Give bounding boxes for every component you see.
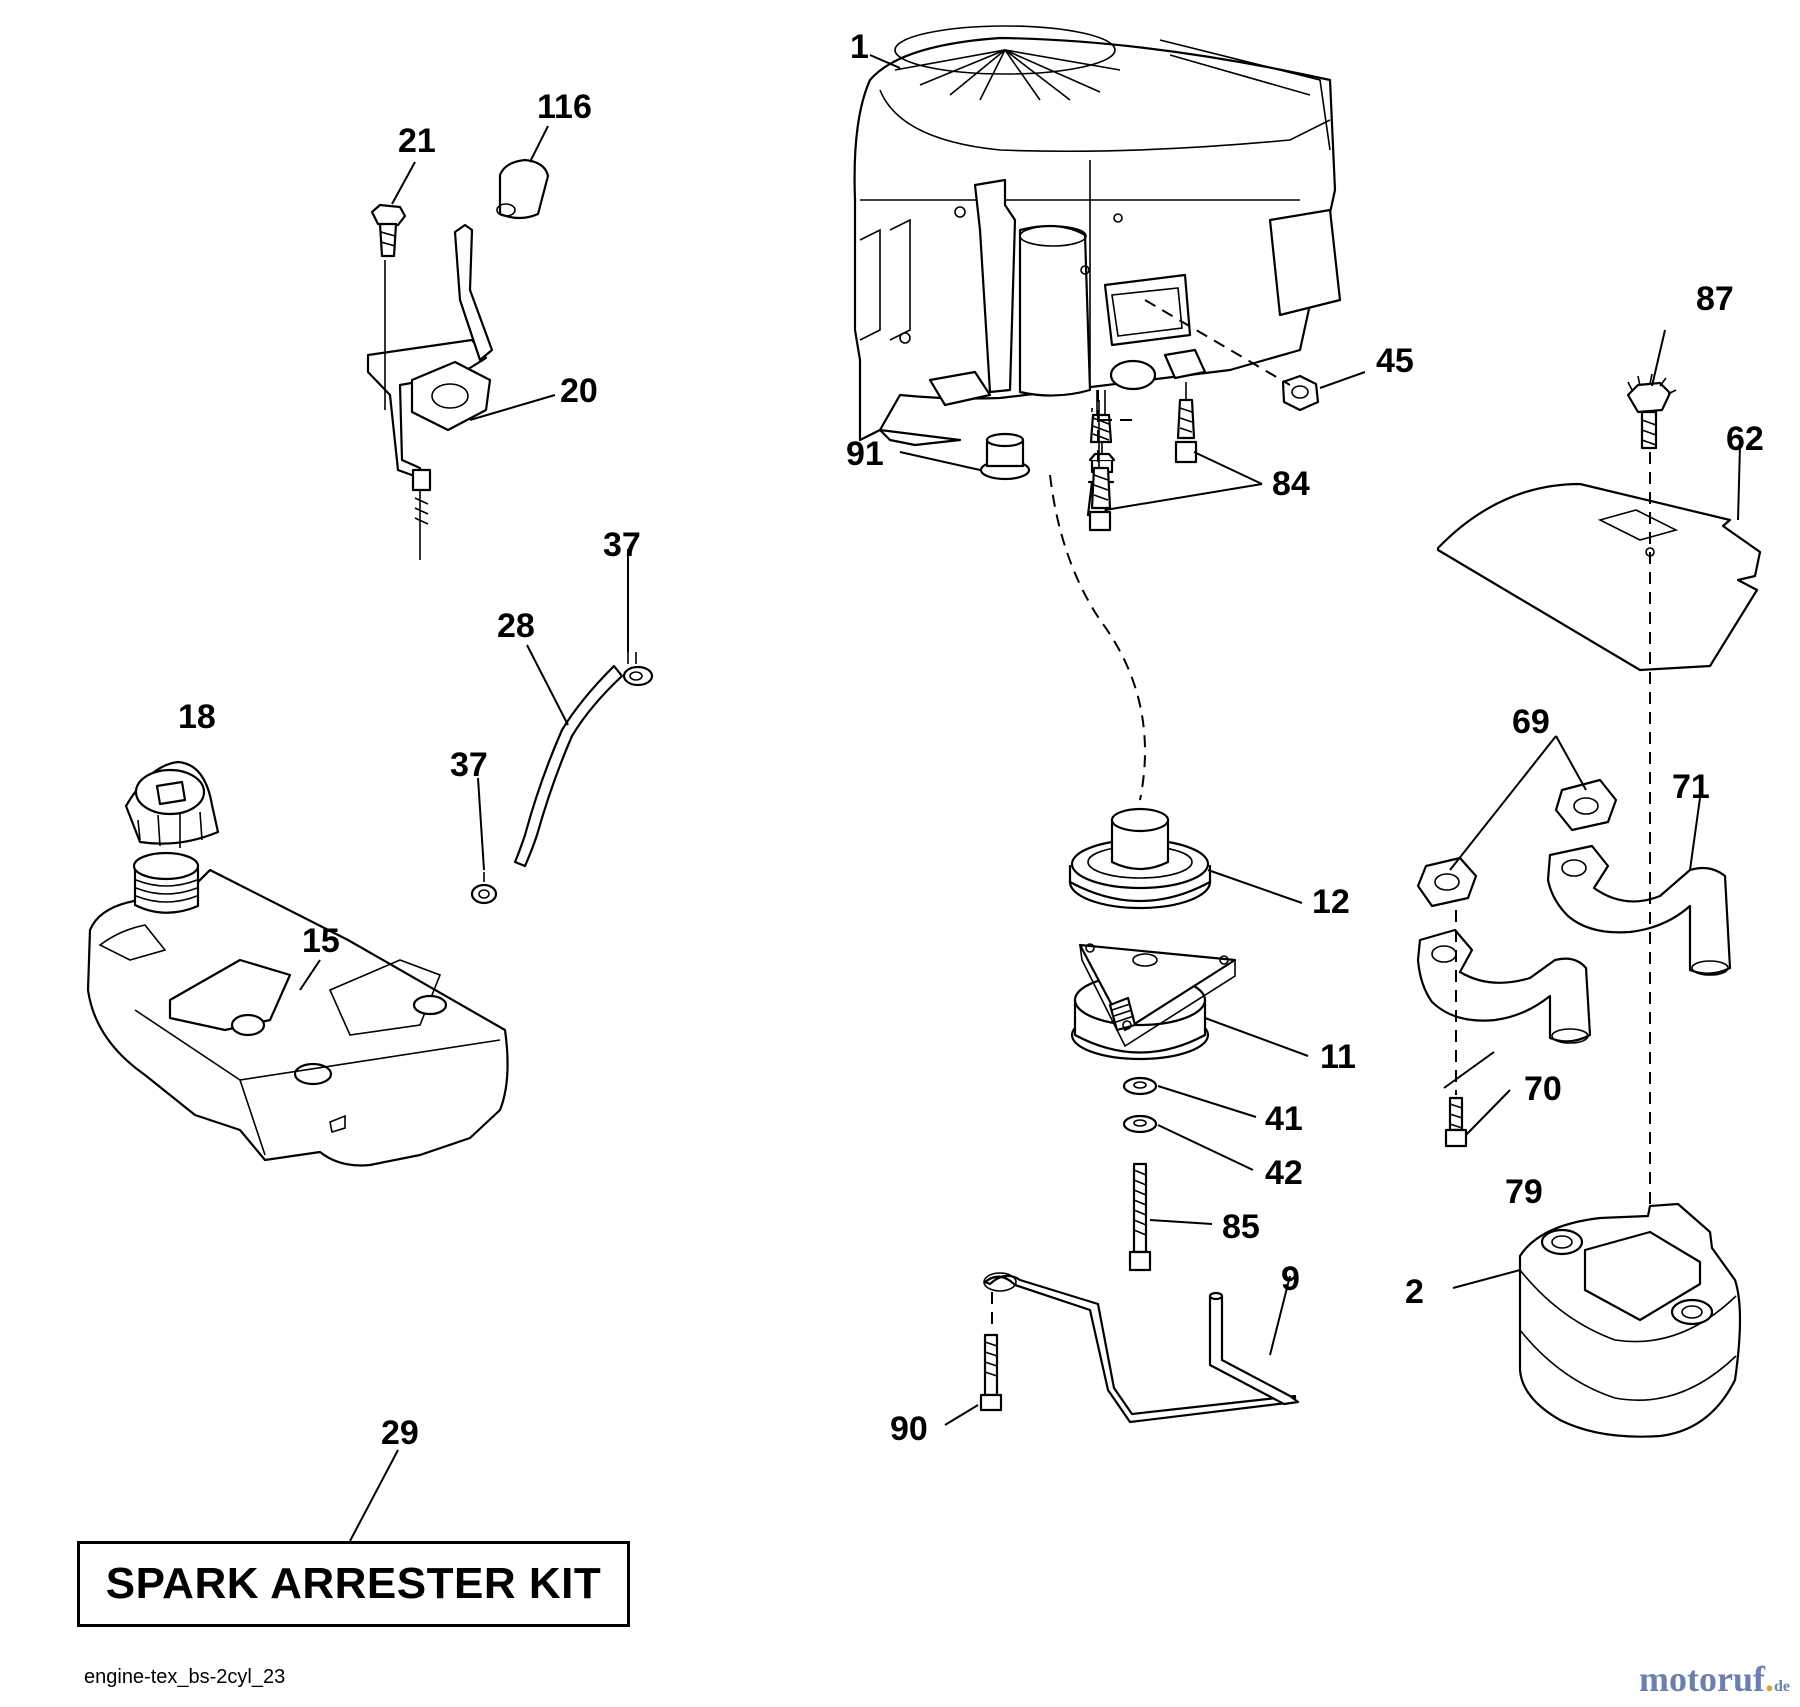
knob-116: [496, 158, 550, 220]
bolts-84: [1086, 382, 1198, 532]
callout-11: 11: [1320, 1038, 1356, 1076]
callout-15: 15: [302, 922, 340, 960]
engine: [853, 25, 1342, 447]
washer-42: [1122, 1114, 1158, 1134]
callout-2: 2: [1405, 1273, 1424, 1311]
bolt-85: [1128, 1162, 1152, 1272]
fuel-cap-18: [124, 760, 220, 848]
callout-90: 90: [890, 1410, 928, 1448]
callout-79: 79: [1505, 1173, 1543, 1211]
callout-42: 42: [1265, 1154, 1303, 1192]
callout-62: 62: [1726, 420, 1764, 458]
tank-neck: [132, 851, 200, 914]
washer-41: [1122, 1076, 1158, 1096]
spark-arrester-kit-label: SPARK ARRESTER KIT: [105, 1559, 602, 1608]
callout-numbers: 1 116 21 20 45 91 84 87 62 37 28 18 37 6…: [178, 28, 1764, 1452]
callout-70: 70: [1524, 1070, 1562, 1108]
clutch-11: [1070, 943, 1237, 1061]
gasket-69-lower: [1416, 856, 1478, 908]
callout-37-lower: 37: [450, 746, 488, 784]
spark-arrester-kit-box: SPARK ARRESTER KIT: [77, 1541, 630, 1627]
exhaust-pipe-71: [1546, 844, 1732, 976]
muffler-2: [1518, 1202, 1742, 1438]
clamp-37-lower: [470, 872, 498, 905]
callout-71: 71: [1672, 768, 1710, 806]
fuel-tank-15: [86, 868, 509, 1167]
bolt-21: [370, 203, 407, 410]
bolt-79: [1444, 1096, 1468, 1148]
bushing-91: [979, 432, 1031, 481]
brand-tld: de: [1774, 1678, 1790, 1695]
callout-85: 85: [1222, 1208, 1260, 1246]
callout-91: 91: [846, 435, 884, 473]
callout-41: 41: [1265, 1100, 1303, 1138]
drawing-reference: engine-tex_bs-2cyl_23: [84, 1666, 286, 1688]
callout-21: 21: [398, 122, 436, 160]
callout-84: 84: [1272, 465, 1310, 503]
callout-1: 1: [850, 28, 869, 66]
callout-45: 45: [1376, 342, 1414, 380]
callout-18: 18: [178, 698, 216, 736]
alignment-lines: [991, 299, 1651, 1332]
callout-69: 69: [1512, 703, 1550, 741]
callout-9: 9: [1281, 1260, 1300, 1298]
bolt-87: [1626, 373, 1677, 450]
brand-dot: .: [1765, 1659, 1774, 1699]
heat-shield-62: [1436, 482, 1762, 672]
callout-87: 87: [1696, 280, 1734, 318]
exhaust-pipe-70: [1416, 928, 1592, 1044]
leader-lines: [299, 54, 1741, 1542]
bolt-90: [979, 1333, 1003, 1412]
nut-45: [1281, 374, 1320, 412]
hose-28: [513, 664, 624, 868]
pulley-12: [1068, 807, 1212, 910]
callout-28: 28: [497, 607, 535, 645]
callout-37-upper: 37: [603, 526, 641, 564]
brand-name: motoruf: [1639, 1659, 1765, 1699]
clamp-37-upper: [622, 652, 654, 687]
rod-9: [983, 1272, 1300, 1424]
callout-12: 12: [1312, 883, 1350, 921]
callout-29: 29: [381, 1414, 419, 1452]
callout-20: 20: [560, 372, 598, 410]
gasket-69-upper: [1554, 778, 1618, 832]
throttle-control: [366, 223, 494, 560]
brand-logo: motoruf.de: [1639, 1658, 1790, 1700]
callout-116: 116: [537, 88, 592, 126]
